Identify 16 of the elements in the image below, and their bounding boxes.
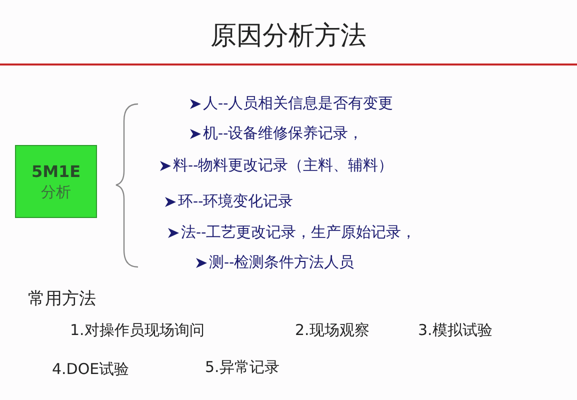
box-heading: 5M1E xyxy=(31,162,81,180)
list-item: 料--物料更改记录（主料、辅料） xyxy=(173,156,394,175)
method-item: 1.对操作员现场询问 xyxy=(70,321,204,340)
list-item: 环--环境变化记录 xyxy=(178,192,294,211)
list-item: 机--设备维修保养记录， xyxy=(203,124,364,143)
box-subtitle: 分析 xyxy=(41,182,71,202)
list-item: 人--人员相关信息是否有变更 xyxy=(203,94,394,113)
list-item: 法--工艺更改记录，生产原始记录， xyxy=(181,223,416,242)
list-item: 测--检测条件方法人员 xyxy=(209,253,354,272)
category-box xyxy=(15,145,97,218)
method-item: 3.模拟试验 xyxy=(418,321,492,340)
method-item: 5.异常记录 xyxy=(205,358,280,377)
method-item: 4.DOE试验 xyxy=(52,360,130,379)
method-item: 2.现场观察 xyxy=(295,321,370,340)
section-heading: 常用方法 xyxy=(28,288,96,310)
title: 原因分析方法 xyxy=(210,20,368,53)
